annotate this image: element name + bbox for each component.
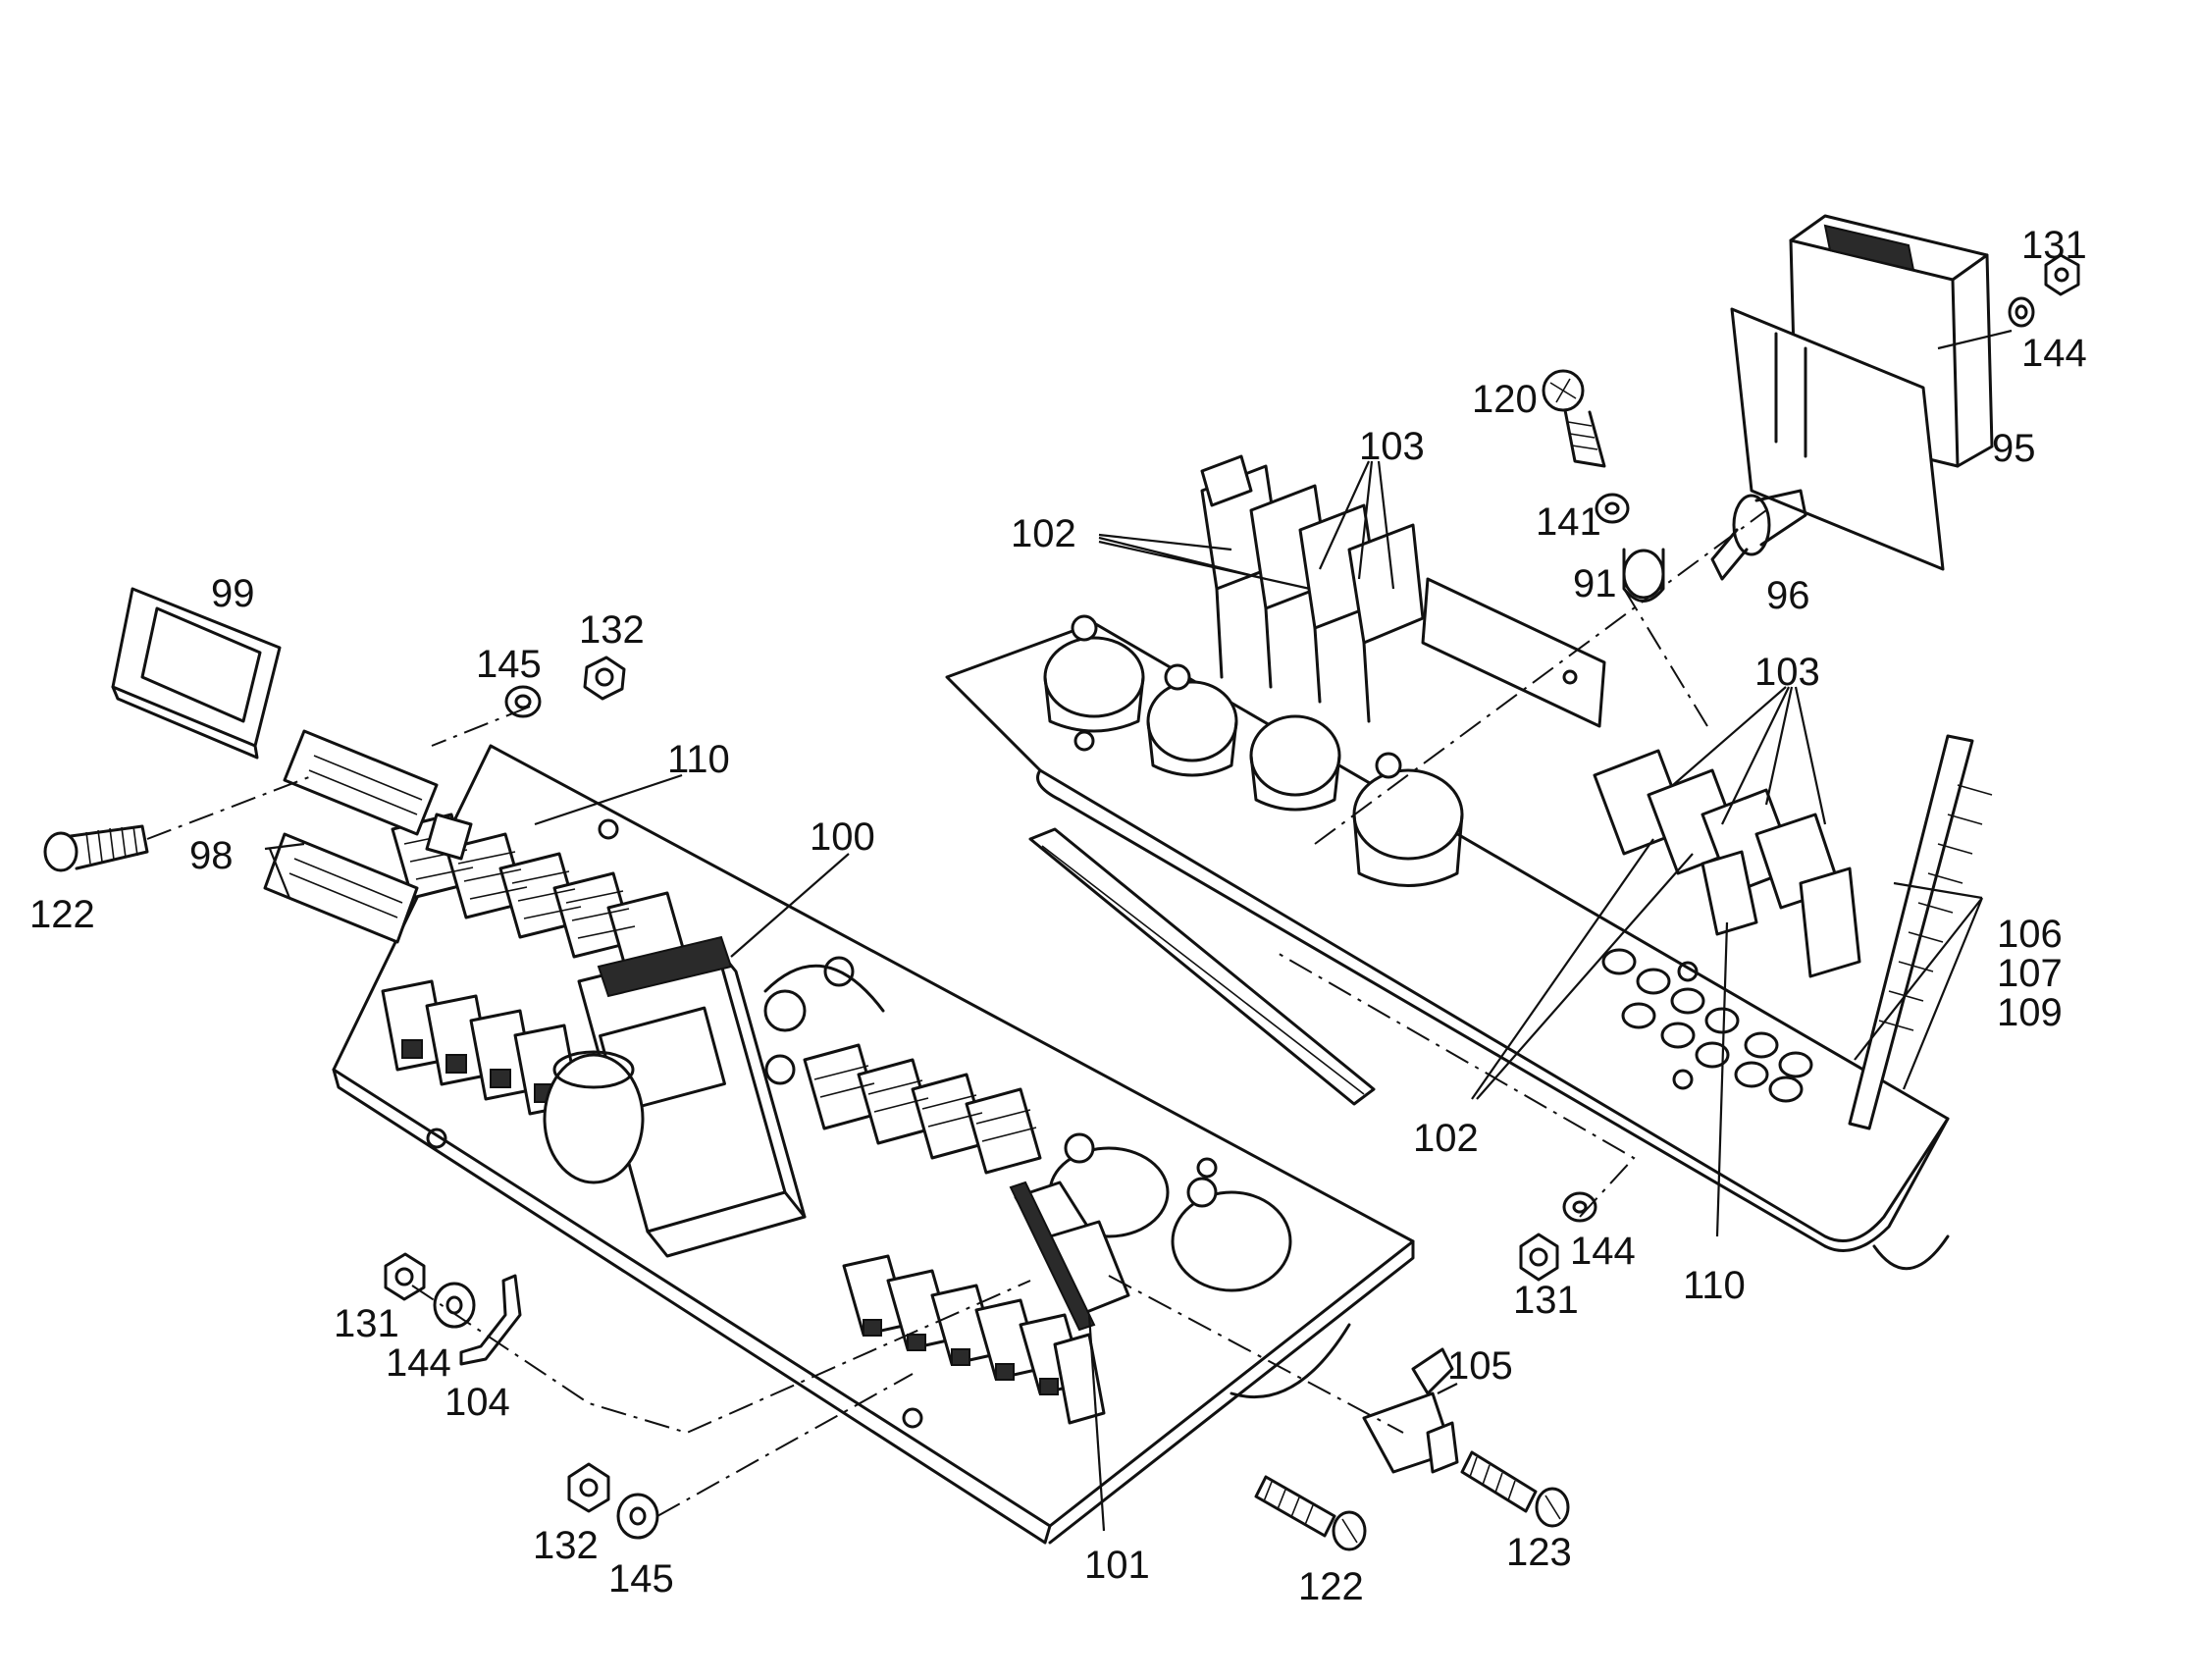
callout-132-bottom: 132 [533, 1524, 599, 1567]
control-unit-95 [1730, 214, 1994, 571]
callout-144-left: 144 [386, 1341, 451, 1385]
callout-102-bottom: 102 [1413, 1117, 1479, 1160]
callout-141: 141 [1536, 500, 1601, 544]
bulb-holders [1601, 948, 1813, 1103]
callout-109: 109 [1997, 991, 2063, 1034]
callout-131-left: 131 [334, 1302, 399, 1345]
callout-145-bottom: 145 [608, 1557, 674, 1601]
callout-131-mid: 131 [1513, 1279, 1579, 1322]
callout-132-top: 132 [579, 608, 645, 652]
callout-123: 123 [1506, 1531, 1572, 1574]
callout-107: 107 [1997, 952, 2063, 995]
callout-120: 120 [1472, 378, 1538, 421]
loose-parts-left [43, 587, 659, 1540]
callout-144-mid: 144 [1570, 1230, 1636, 1273]
callout-101: 101 [1084, 1544, 1150, 1587]
callout-96: 96 [1766, 574, 1810, 617]
stud-96 [1710, 489, 1807, 581]
assembly-center-lines [146, 509, 1767, 1517]
upper-component-panel [945, 454, 1993, 1271]
callout-122-bottom: 122 [1298, 1565, 1364, 1608]
relay-assembly-101 [1009, 1181, 1130, 1332]
callout-106: 106 [1997, 913, 2063, 956]
callout-102-top: 102 [1011, 512, 1076, 555]
callout-103-top: 103 [1359, 425, 1425, 468]
callout-144-top: 144 [2021, 332, 2087, 375]
callout-99: 99 [211, 572, 255, 615]
screw-122-left [43, 824, 149, 872]
callout-91: 91 [1573, 562, 1617, 605]
callout-110-left: 110 [667, 738, 730, 781]
callout-98: 98 [189, 834, 234, 877]
callout-110-right: 110 [1683, 1264, 1746, 1307]
callout-100: 100 [810, 815, 875, 859]
callout-145-top: 145 [476, 643, 542, 686]
relay-group-top [1200, 454, 1425, 723]
callout-95: 95 [1992, 427, 2036, 470]
relay-group-right [1593, 749, 1861, 978]
fuse-strip [1848, 734, 1993, 1130]
callout-103-right: 103 [1754, 651, 1820, 694]
callout-105: 105 [1447, 1344, 1513, 1388]
callout-104: 104 [445, 1381, 510, 1424]
leader-lines [264, 329, 2013, 1532]
loose-parts-right [1254, 214, 2080, 1551]
callout-labels: 131 144 95 120 141 91 96 103 102 103 106… [29, 224, 2087, 1608]
relay-socket-row-middle [803, 1043, 1042, 1175]
callout-131-top: 131 [2021, 224, 2087, 267]
callout-122-left: 122 [29, 893, 95, 936]
